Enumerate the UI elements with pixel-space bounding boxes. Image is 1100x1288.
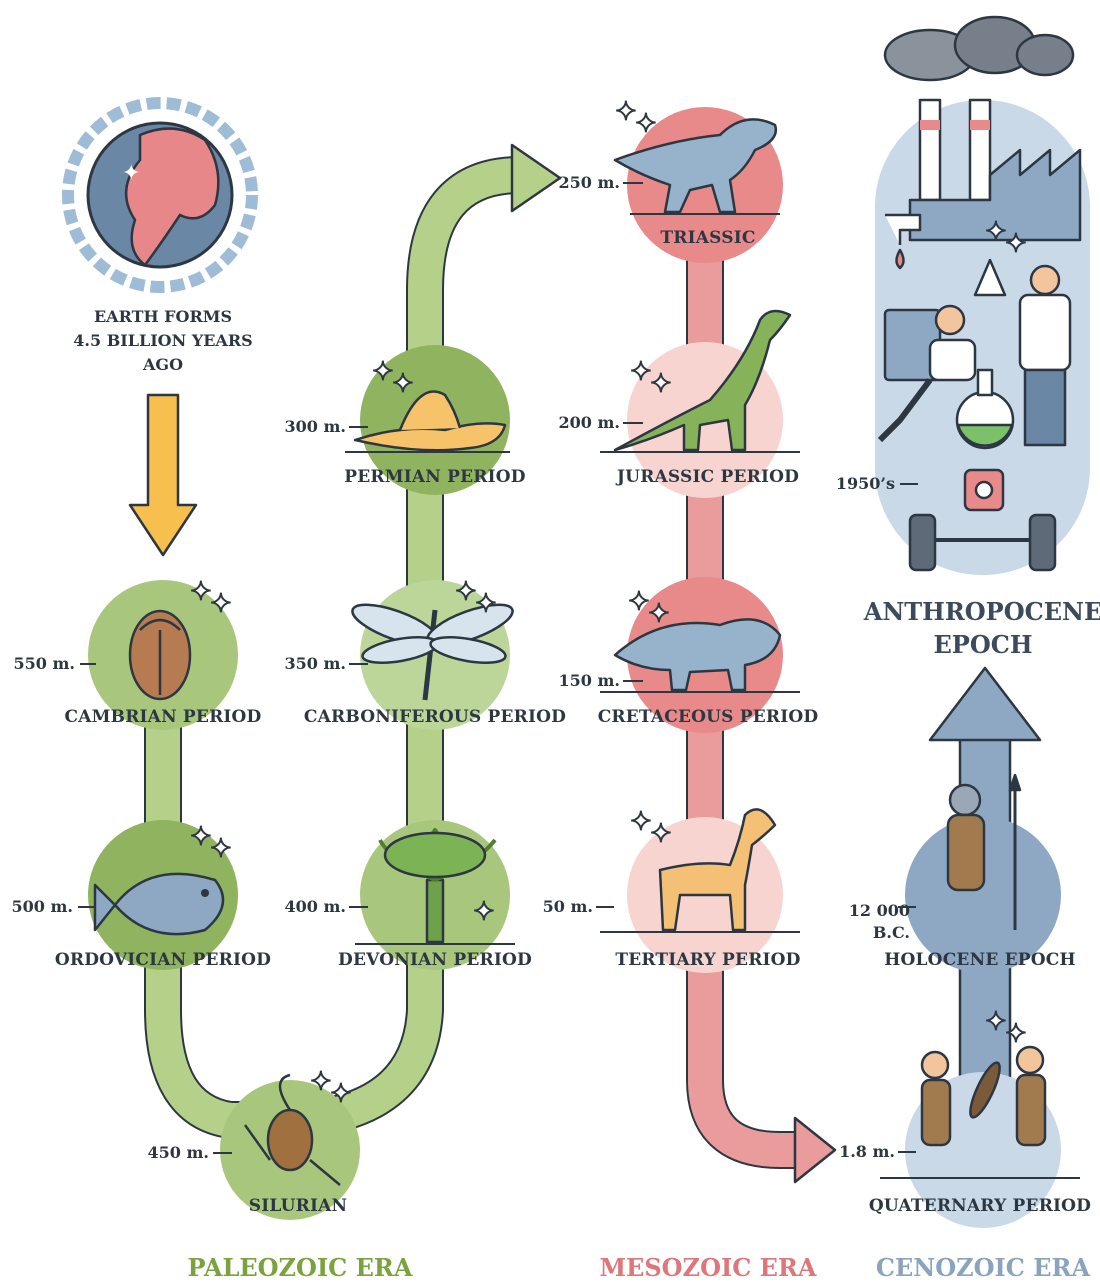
quaternary-time: 1.8 m. [839, 1142, 895, 1161]
sparkle-icon: ✦ [190, 577, 212, 607]
earth-to-cambrian-arrow [130, 395, 196, 555]
sparkle-icon: ✦ [1005, 1019, 1027, 1049]
devonian-time: 400 m. [285, 897, 346, 916]
mesozoic-era-label: MESOZOIC ERA [599, 1253, 816, 1282]
triassic-label: TRIASSIC [660, 228, 755, 248]
ordovician-label: ORDOVICIAN PERIOD [55, 950, 271, 970]
holocene-time: 12 000 B.C. [830, 900, 910, 944]
earth-forms-label: EARTH FORMS 4.5 BILLION YEARS AGO [53, 305, 273, 377]
cretaceous-time: 150 m. [559, 671, 620, 690]
cenozoic-arrowhead [930, 668, 1040, 740]
sparkle-icon: ✦ [985, 1007, 1007, 1037]
sparkle-icon: ✦ [648, 599, 670, 629]
sparkle-icon: ✦ [330, 1079, 352, 1109]
silurian-time: 450 m. [148, 1143, 209, 1162]
holocene-label: HOLOCENE EPOCH [884, 950, 1075, 970]
cambrian-label: CAMBRIAN PERIOD [64, 707, 261, 727]
earth-globe: ✦ [68, 103, 252, 287]
holocene-time-line2: B.C. [830, 922, 910, 944]
trilobite-icon [130, 611, 190, 699]
sparkle-icon: ✦ [372, 357, 394, 387]
sparkle-icon: ✦ [475, 589, 497, 619]
jurassic-time: 200 m. [559, 413, 620, 432]
carboniferous-time: 350 m. [285, 654, 346, 673]
sparkle-icon: ✦ [650, 369, 672, 399]
silurian-label: SILURIAN [249, 1196, 348, 1216]
quaternary-label: QUATERNARY PERIOD [869, 1196, 1091, 1216]
carboniferous-label: CARBONIFEROUS PERIOD [304, 707, 566, 727]
jurassic-label: JURASSIC PERIOD [617, 467, 799, 487]
triassic-time: 250 m. [559, 173, 620, 192]
permian-label: PERMIAN PERIOD [344, 467, 525, 487]
sparkle-icon: ✦ [190, 822, 212, 852]
devonian-label: DEVONIAN PERIOD [338, 950, 532, 970]
sparkle-icon: ✦ [628, 587, 650, 617]
sparkle-icon: ✦ [630, 357, 652, 387]
paleozoic-arrowhead [512, 145, 560, 211]
earth-label-line3: AGO [53, 353, 273, 377]
sparkle-icon: ✦ [615, 97, 637, 127]
sparkle-icon: ✦ [210, 589, 232, 619]
sparkle-icon: ✦ [473, 897, 495, 927]
sparkle-icon: ✦ [985, 217, 1007, 247]
holocene-time-line1: 12 000 [830, 900, 910, 922]
tertiary-label: TERTIARY PERIOD [615, 950, 800, 970]
sparkle-icon: ✦ [310, 1067, 332, 1097]
cenozoic-era-label: CENOZOIC ERA [876, 1253, 1090, 1282]
sparkle-icon: ✦ [210, 834, 232, 864]
sparkle-icon: ✦ [455, 577, 477, 607]
sparkle-icon: ✦ [392, 369, 414, 399]
earth-label-line2: 4.5 BILLION YEARS [53, 329, 273, 353]
sparkle-icon: ✦ [122, 161, 140, 186]
sparkle-icon: ✦ [630, 807, 652, 837]
mesozoic-arrowhead [795, 1118, 835, 1182]
smoke-clouds-icon [885, 17, 1073, 80]
sparkle-icon: ✦ [650, 819, 672, 849]
sparkle-icon: ✦ [1005, 229, 1027, 259]
cambrian-time: 550 m. [14, 654, 75, 673]
anthropocene-label: ANTHROPOCENE EPOCH [853, 595, 1100, 661]
anthropocene-time: 1950’s [836, 474, 895, 493]
tertiary-time: 50 m. [543, 897, 593, 916]
earth-label-line1: EARTH FORMS [53, 305, 273, 329]
permian-time: 300 m. [285, 417, 346, 436]
anthropocene-line1: ANTHROPOCENE [853, 595, 1100, 628]
sparkle-icon: ✦ [635, 109, 657, 139]
ordovician-time: 500 m. [12, 897, 73, 916]
paleozoic-era-label: PALEOZOIC ERA [188, 1253, 413, 1282]
anthropocene-line2: EPOCH [853, 628, 1100, 661]
cretaceous-label: CRETACEOUS PERIOD [598, 707, 819, 727]
